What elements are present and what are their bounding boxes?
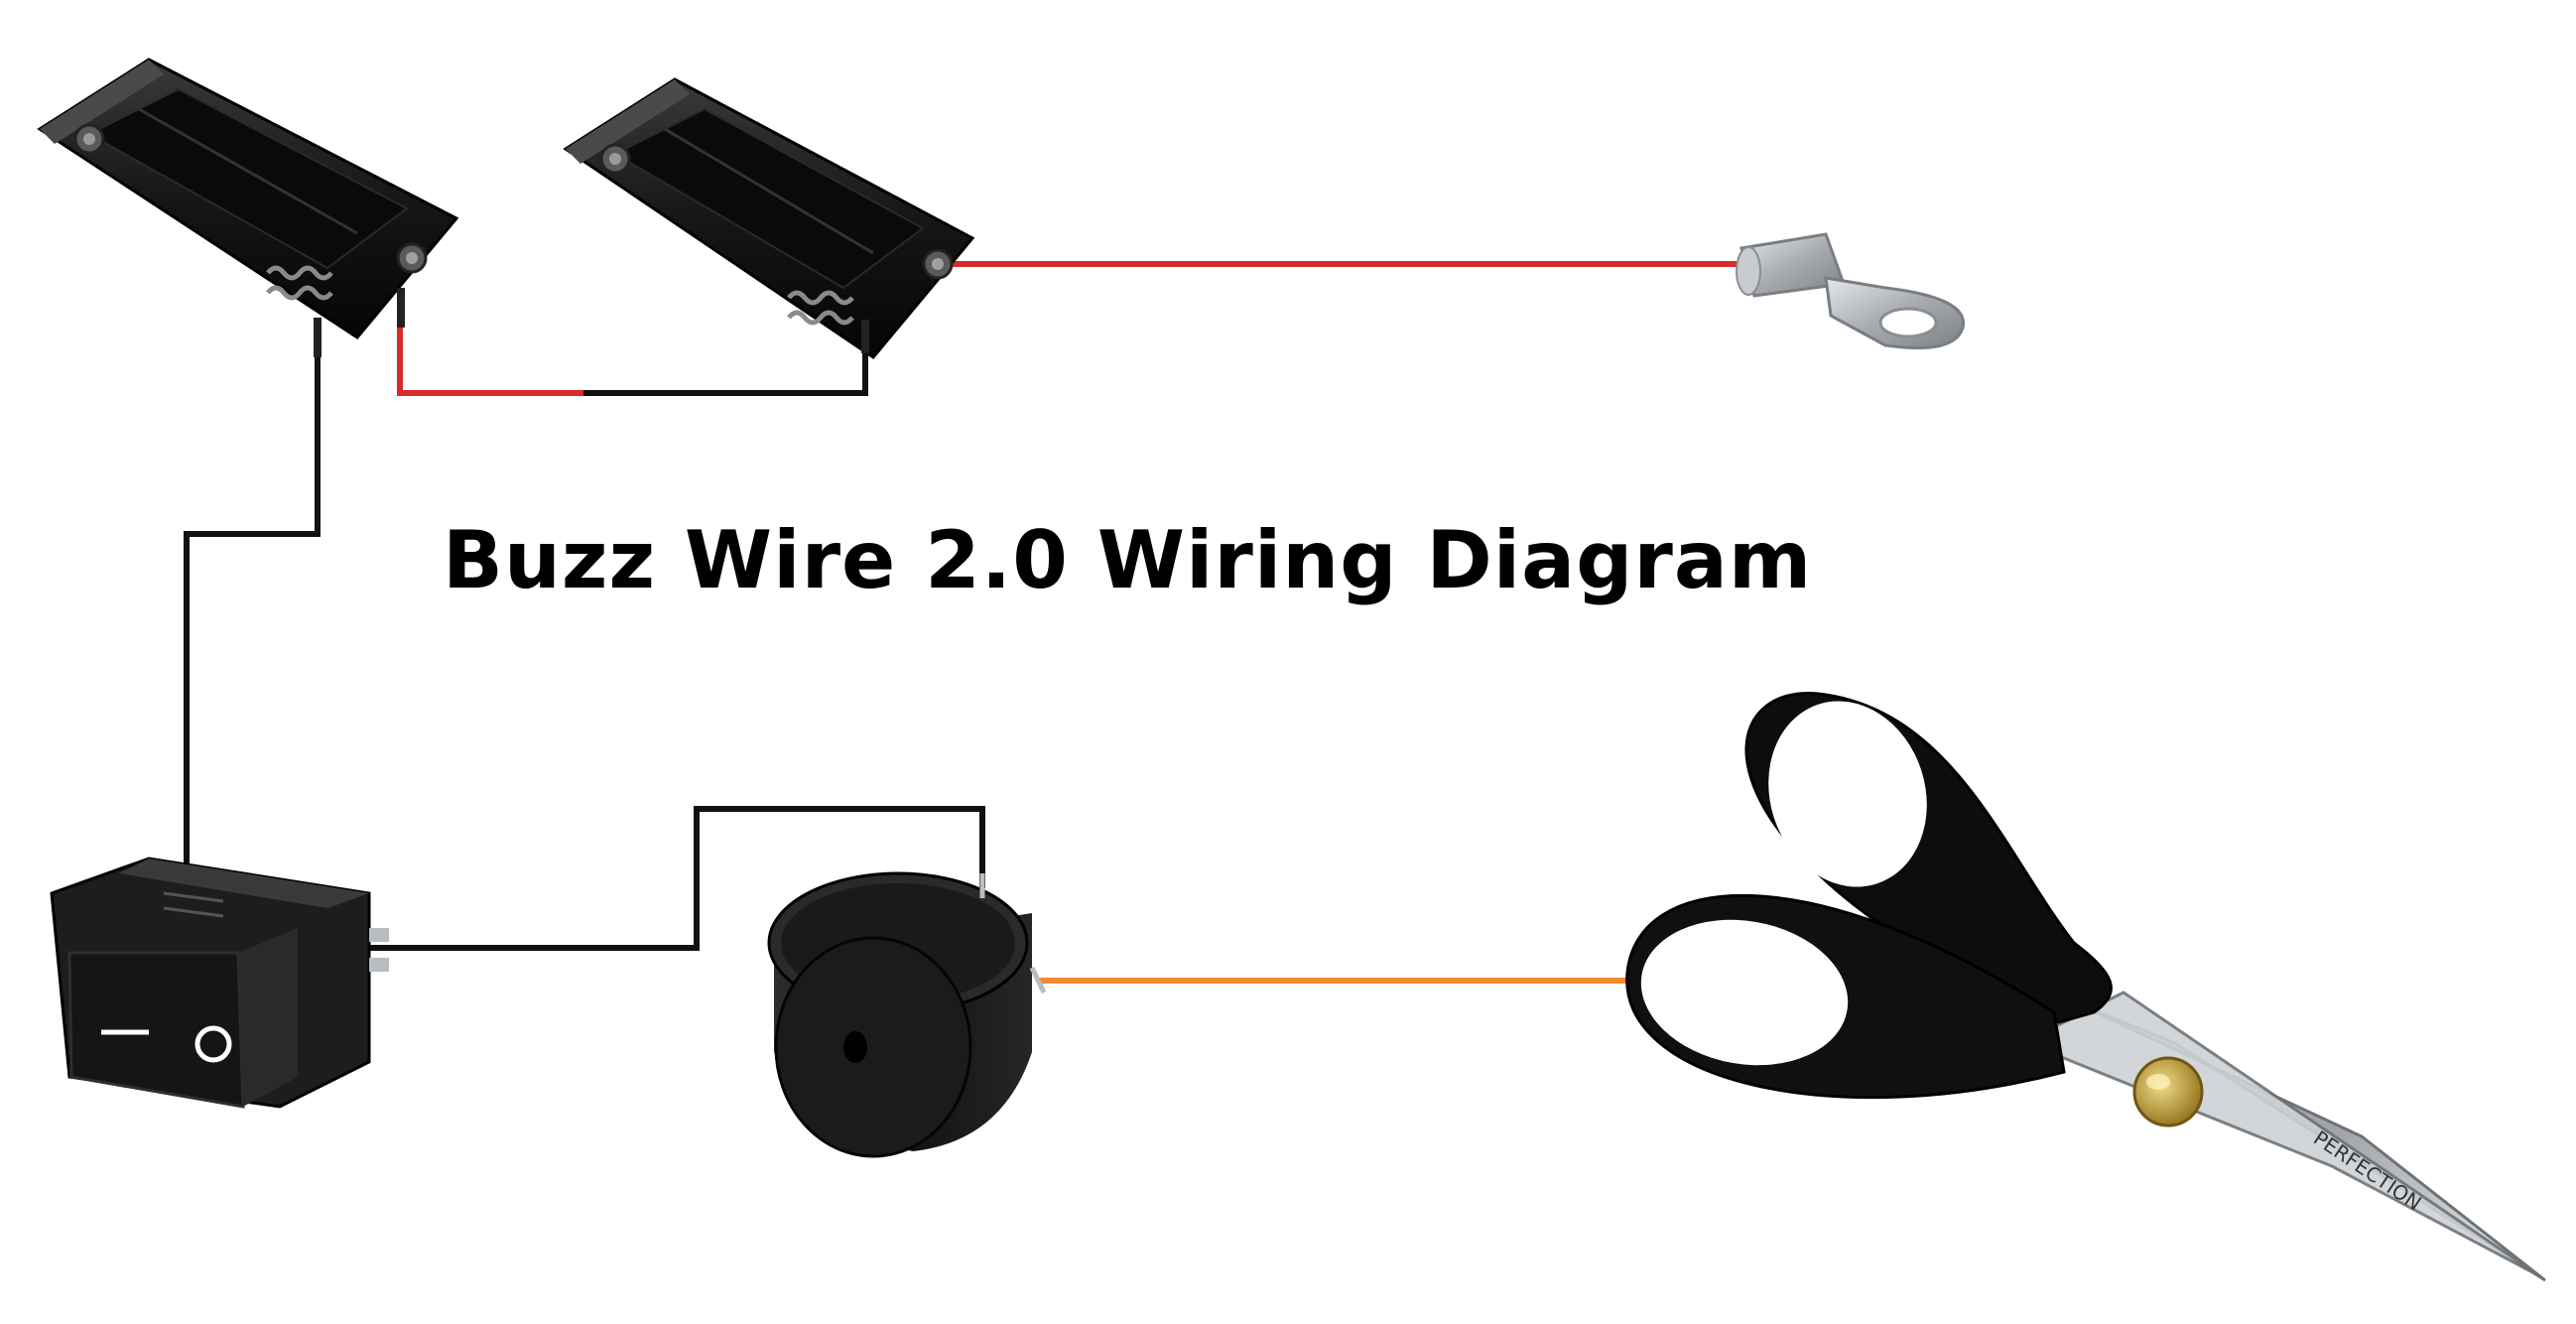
switch-off-mark: [194, 1025, 232, 1063]
scissors: PERFECTION: [1625, 692, 2546, 1282]
scissors-pivot: [2132, 1056, 2204, 1127]
rocker-switch: [50, 857, 389, 1109]
black-wire-to-switch: [184, 318, 321, 881]
black-wire-holder2: [583, 347, 868, 396]
diagram-title: Buzz Wire 2.0 Wiring Diagram: [443, 514, 1813, 606]
ring-terminal: [1736, 232, 1966, 350]
piezo-buzzer: [767, 871, 1047, 1158]
red-wire-holder1: [397, 298, 583, 396]
battery-holder-1: [37, 58, 459, 357]
black-wire-switch-buzzer: [369, 806, 985, 951]
battery-holder-2: [563, 77, 975, 360]
wires: [184, 261, 1748, 984]
